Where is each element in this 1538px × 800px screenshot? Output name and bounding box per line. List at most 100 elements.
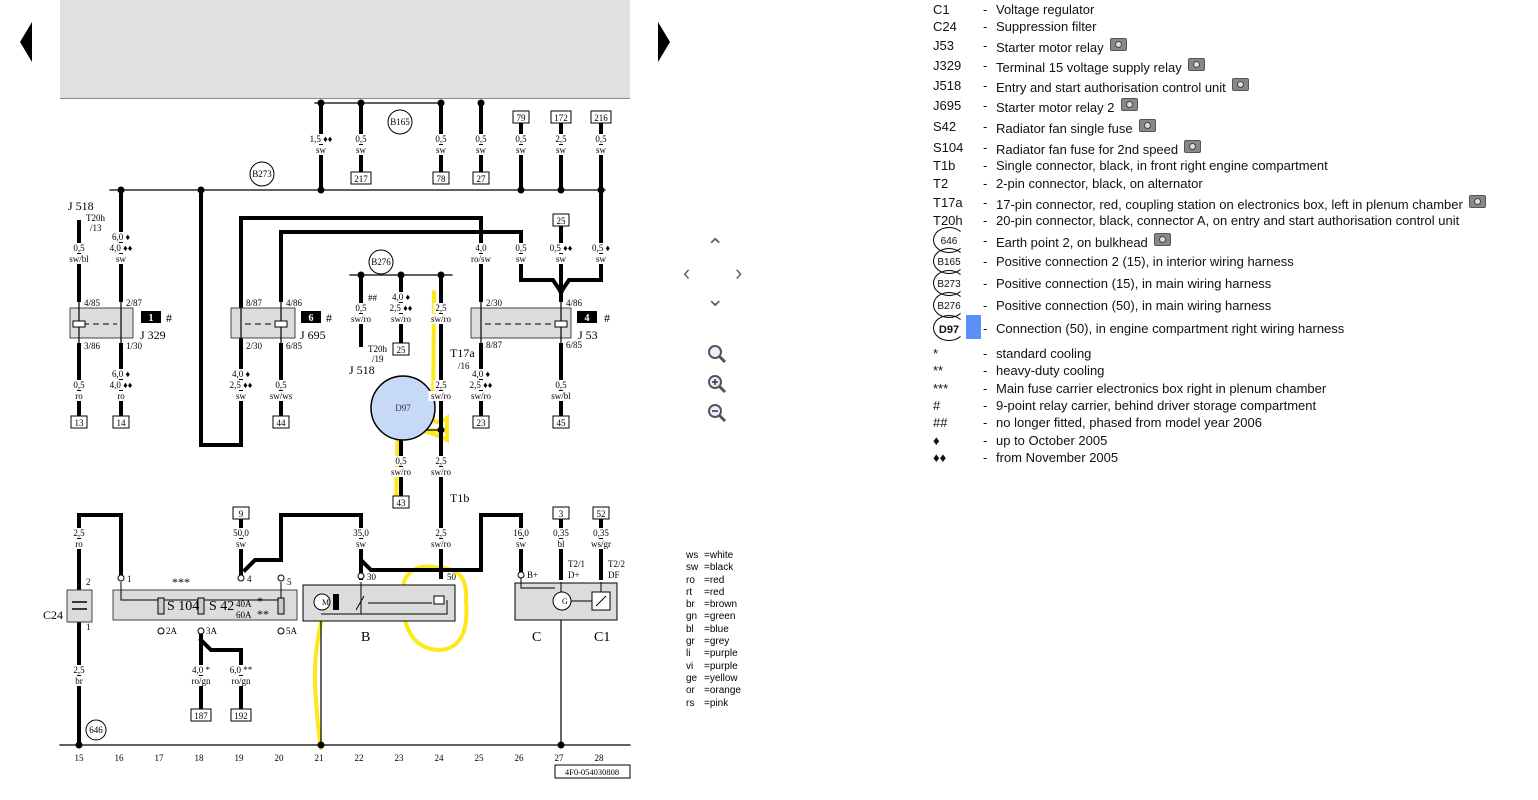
legend-dash: - <box>983 19 988 34</box>
color-code-row: rs= pink <box>686 698 741 710</box>
legend-description-text: from November 2005 <box>996 450 1119 465</box>
color-code: gn <box>686 611 698 623</box>
wire-label: 6,0 ♦ <box>112 232 131 242</box>
label-bg <box>116 391 126 401</box>
color-code-row: bl= blue <box>686 624 741 636</box>
component-label: C1 <box>594 630 610 645</box>
legend-description: Voltage regulator <box>996 2 1094 17</box>
legend-description: Positive connection 2 (15), in interior … <box>996 254 1294 269</box>
camera-icon[interactable] <box>1184 140 1202 153</box>
terminal-box-label: 14 <box>117 418 127 428</box>
legend-description-text: Positive connection 2 (15), in interior … <box>996 254 1294 269</box>
pan-down-icon[interactable]: ⌄ <box>706 286 725 311</box>
label-bg <box>553 380 569 390</box>
wire-label: sw/ro <box>391 467 411 477</box>
legend-description: Connection (50), in engine compartment r… <box>996 321 1344 336</box>
label-bg <box>226 380 256 390</box>
pin-label: 30 <box>367 572 377 582</box>
terminal-box-label: 9 <box>239 509 244 519</box>
color-name: grey <box>709 636 730 648</box>
relay-coil <box>554 320 568 328</box>
wire-label: sw <box>476 145 487 155</box>
pin-label: 2/87 <box>126 298 143 308</box>
label-bg <box>71 528 87 538</box>
camera-icon[interactable] <box>1138 119 1156 132</box>
next-page-button[interactable] <box>658 22 670 62</box>
fuse-icon <box>157 597 165 615</box>
terminal-box-label: 79 <box>517 113 527 123</box>
label-bg <box>71 243 87 253</box>
legend-dash: - <box>983 433 988 448</box>
relay-position-box <box>301 311 321 323</box>
legend-dash: - <box>983 176 988 191</box>
terminal-box <box>552 213 570 227</box>
motor-symbol <box>313 593 331 611</box>
color-code: gr <box>686 636 695 648</box>
junction-dot <box>477 99 485 107</box>
pin-label: 2 <box>86 577 91 587</box>
legend-code: * <box>933 346 939 361</box>
zoom-icon[interactable] <box>706 343 728 365</box>
terminal-box-label: 25 <box>397 345 407 355</box>
wire-label: sw <box>356 539 367 549</box>
wire-label: sw <box>556 254 567 264</box>
component-label: # <box>166 311 172 325</box>
label-bg <box>553 134 569 144</box>
legend-description: Radiator fan fuse for 2nd speed <box>996 140 1202 157</box>
camera-icon[interactable] <box>1187 58 1205 71</box>
junction-dot <box>597 186 605 194</box>
legend-description: no longer fitted, phased from model year… <box>996 415 1262 430</box>
legend-description: heavy-duty cooling <box>996 363 1104 378</box>
label-bg <box>108 369 134 379</box>
wire-label: 6,0 ♦ <box>112 369 131 379</box>
color-code: br <box>686 599 695 611</box>
camera-icon[interactable] <box>1153 233 1171 246</box>
zoom-out-icon[interactable] <box>706 402 728 424</box>
color-name: purple <box>709 648 738 660</box>
label-bg <box>516 539 526 549</box>
connection-point-d97 <box>370 375 436 441</box>
color-eq: = <box>704 685 710 697</box>
camera-icon[interactable] <box>1231 78 1249 91</box>
pin-label: 4/85 <box>84 298 101 308</box>
legend-code: ♦ <box>933 433 940 448</box>
wire-label: 2,5 <box>435 456 447 466</box>
color-name: blue <box>709 623 729 635</box>
wire-label: 2,5 <box>435 528 447 538</box>
junction-dot <box>317 741 325 749</box>
track-number: 17 <box>155 753 165 763</box>
fuse-carrier-box <box>112 589 298 621</box>
component-label: C24 <box>43 608 63 622</box>
label-bg <box>513 134 529 144</box>
wire-label: sw <box>556 145 567 155</box>
previous-page-button[interactable] <box>20 22 32 62</box>
component-label: J 518 <box>68 199 94 213</box>
label-bg <box>388 292 414 302</box>
label-bg <box>306 134 336 144</box>
color-eq: = <box>704 636 710 648</box>
legend-dash: - <box>983 195 988 210</box>
camera-icon[interactable] <box>1109 38 1127 51</box>
zoom-in-icon[interactable] <box>706 373 728 395</box>
camera-icon[interactable] <box>1120 98 1138 111</box>
wire-label: 0,5 ♦♦ <box>550 243 573 253</box>
pan-right-icon[interactable]: › <box>735 260 743 285</box>
track-number: 22 <box>355 753 364 763</box>
component-label: S 42 <box>209 599 234 614</box>
fuse-icon <box>277 597 285 615</box>
pan-left-icon[interactable]: ‹ <box>683 260 691 285</box>
legend-dash: - <box>983 233 988 248</box>
connection-point-label: B273 <box>252 169 272 179</box>
terminal-box <box>190 708 212 722</box>
camera-icon[interactable] <box>1468 195 1486 208</box>
pan-up-icon[interactable]: ⌃ <box>706 234 725 259</box>
terminal <box>277 574 285 582</box>
pin-label: 1 <box>86 622 91 632</box>
label-bg <box>106 243 136 253</box>
pin-label: 8/87 <box>486 340 503 350</box>
pin-label: D+ <box>568 570 580 580</box>
label-bg <box>433 528 449 538</box>
color-eq: = <box>704 599 710 611</box>
wire-label: 2,5 <box>555 134 567 144</box>
